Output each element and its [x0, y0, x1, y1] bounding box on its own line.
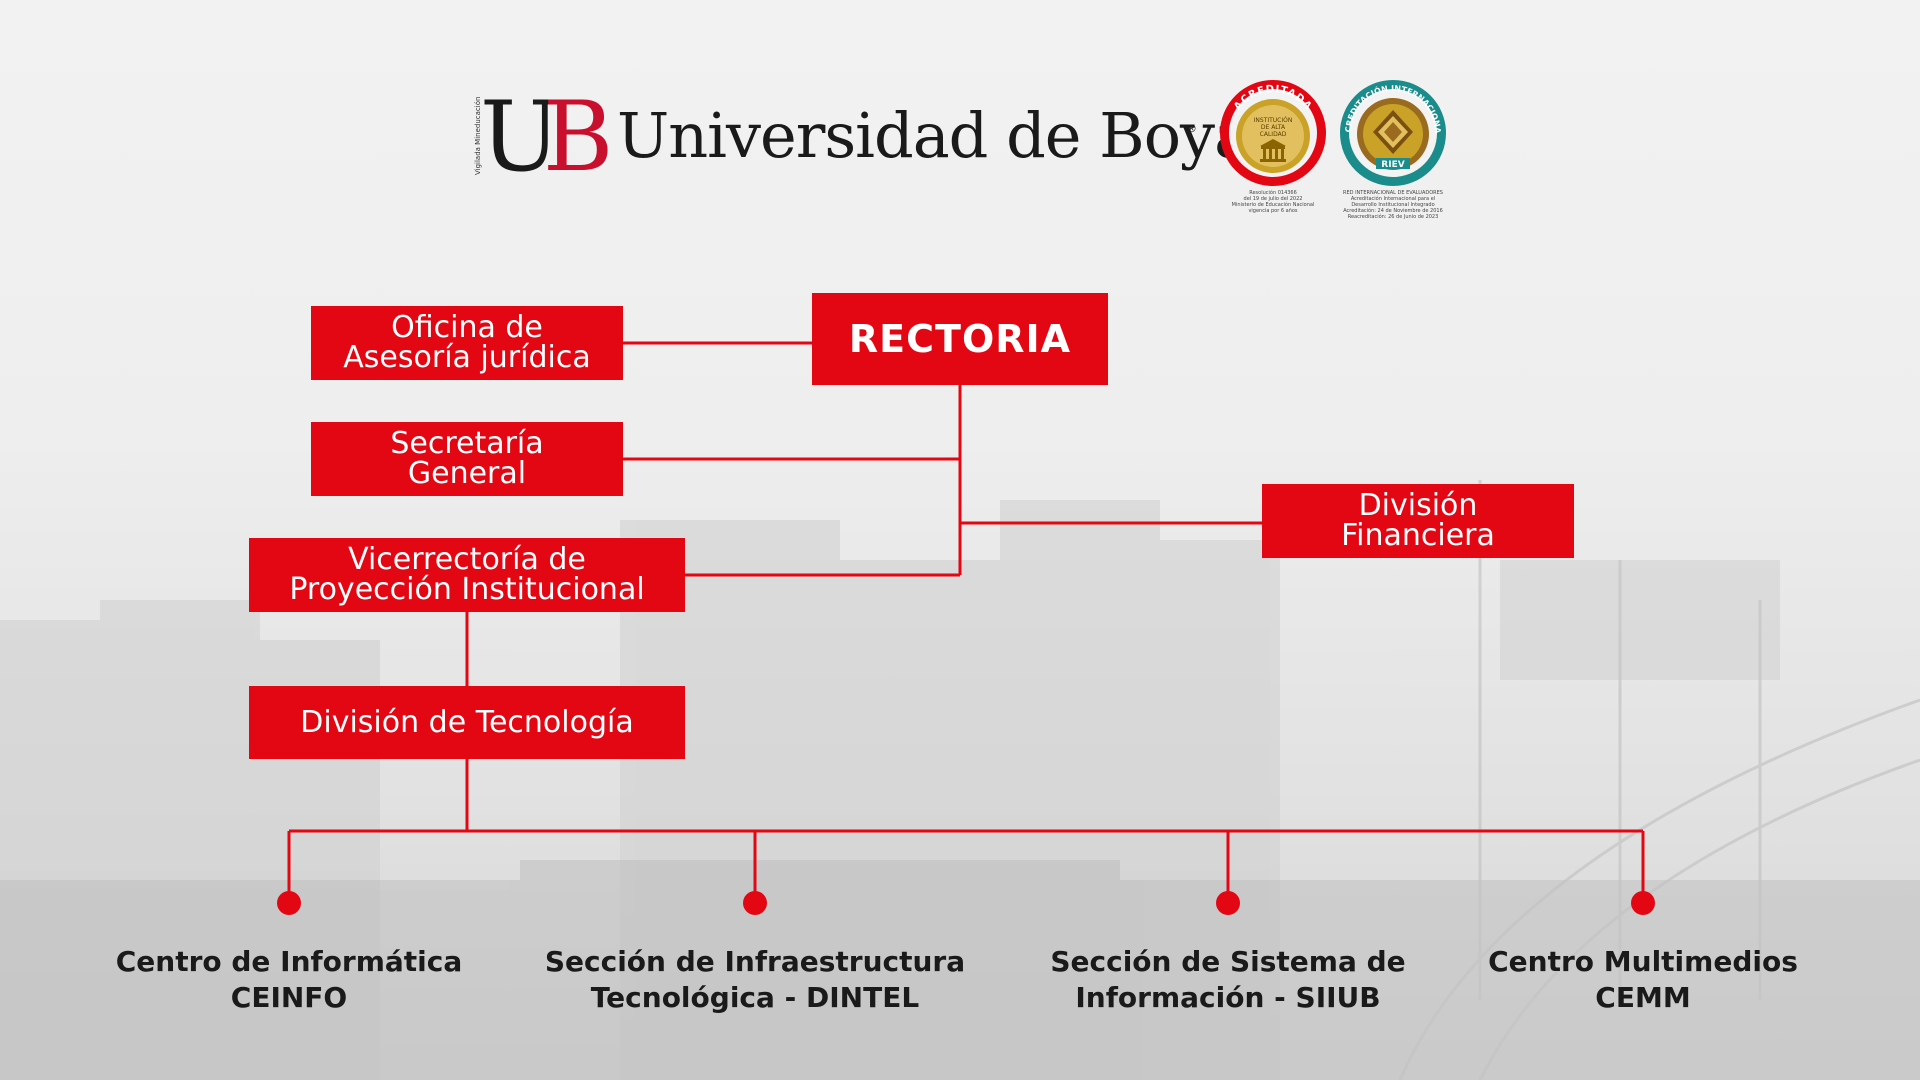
unit-4-dot — [1631, 891, 1655, 915]
rectoria-box: RECTORIA — [812, 293, 1108, 385]
vice-rector-line-1: Vicerrectoría de — [348, 542, 586, 577]
finance-division-line-2: Financiera — [1341, 518, 1495, 553]
finance-division-line-1: División — [1358, 488, 1478, 523]
unit-cemm-line-1: Centro Multimedios — [1488, 945, 1798, 978]
building-icon — [1260, 139, 1286, 162]
seal2-caption: RED INTERNACIONAL DE EVALUADORES Acredit… — [1343, 190, 1443, 220]
unit-cemm-line-2: CEMM — [1595, 981, 1691, 1014]
technology-division-box: División de Tecnología — [249, 686, 685, 759]
registered-mark: ® — [1186, 122, 1197, 135]
unit-siiub-line-2: Información - SIIUB — [1075, 981, 1381, 1014]
legal-office-line-1: Oficina de — [391, 310, 543, 345]
university-logo-mark: UB — [480, 89, 613, 185]
unit-siiub-line-1: Sección de Sistema de — [1050, 945, 1406, 978]
unit-dintel-line-2: Tecnológica - DINTEL — [590, 981, 920, 1014]
international-accreditation-seal: ACREDITACIÓN INTERNACIONAL RIEV — [1338, 78, 1446, 186]
diamond-icon — [1373, 110, 1413, 154]
general-secretary-line-1: Secretaría — [390, 426, 544, 461]
unit-ceinfo-line-1: Centro de Informática — [115, 945, 463, 978]
unit-ceinfo-line-2: CEINFO — [230, 981, 348, 1014]
vice-rector-box: Vicerrectoría de Proyección Instituciona… — [249, 538, 685, 612]
unit-dintel-line-1: Sección de Infraestructura — [544, 945, 966, 978]
unit-2-dot — [743, 891, 767, 915]
finance-division-box: División Financiera — [1262, 484, 1574, 558]
legal-office-line-2: Asesoría jurídica — [343, 340, 591, 375]
unit-cemm: Centro Multimedios CEMM — [1413, 944, 1873, 1016]
unit-dintel: Sección de Infraestructura Tecnológica -… — [525, 944, 985, 1016]
unit-ceinfo: Centro de Informática CEINFO — [59, 944, 519, 1016]
seal2-center-text: RIEV — [1381, 160, 1404, 170]
technology-division-label: División de Tecnología — [300, 704, 634, 740]
general-secretary-line-2: General — [407, 456, 527, 491]
general-secretary-box: Secretaría General — [311, 422, 623, 496]
high-quality-accreditation-seal: ACREDITADA INSTITUCIÓN DE ALTA CALIDAD — [1220, 80, 1326, 186]
seal1-line-3: CALIDAD — [1260, 131, 1287, 138]
seal1-line-2: DE ALTA — [1261, 124, 1286, 131]
seal1-caption: Resolución 014366 del 19 de julio del 20… — [1231, 190, 1315, 214]
seal1-line-1: INSTITUCIÓN — [1254, 117, 1293, 124]
unit-3-dot — [1216, 891, 1240, 915]
rectoria-label: RECTORIA — [848, 317, 1072, 361]
vice-rector-line-2: Proyección Institucional — [289, 572, 645, 607]
unit-siiub: Sección de Sistema de Información - SIIU… — [998, 944, 1458, 1016]
unit-1-dot — [277, 891, 301, 915]
legal-office-box: Oficina de Asesoría jurídica — [311, 306, 623, 380]
university-name: Universidad de Boyacá — [617, 99, 1321, 172]
